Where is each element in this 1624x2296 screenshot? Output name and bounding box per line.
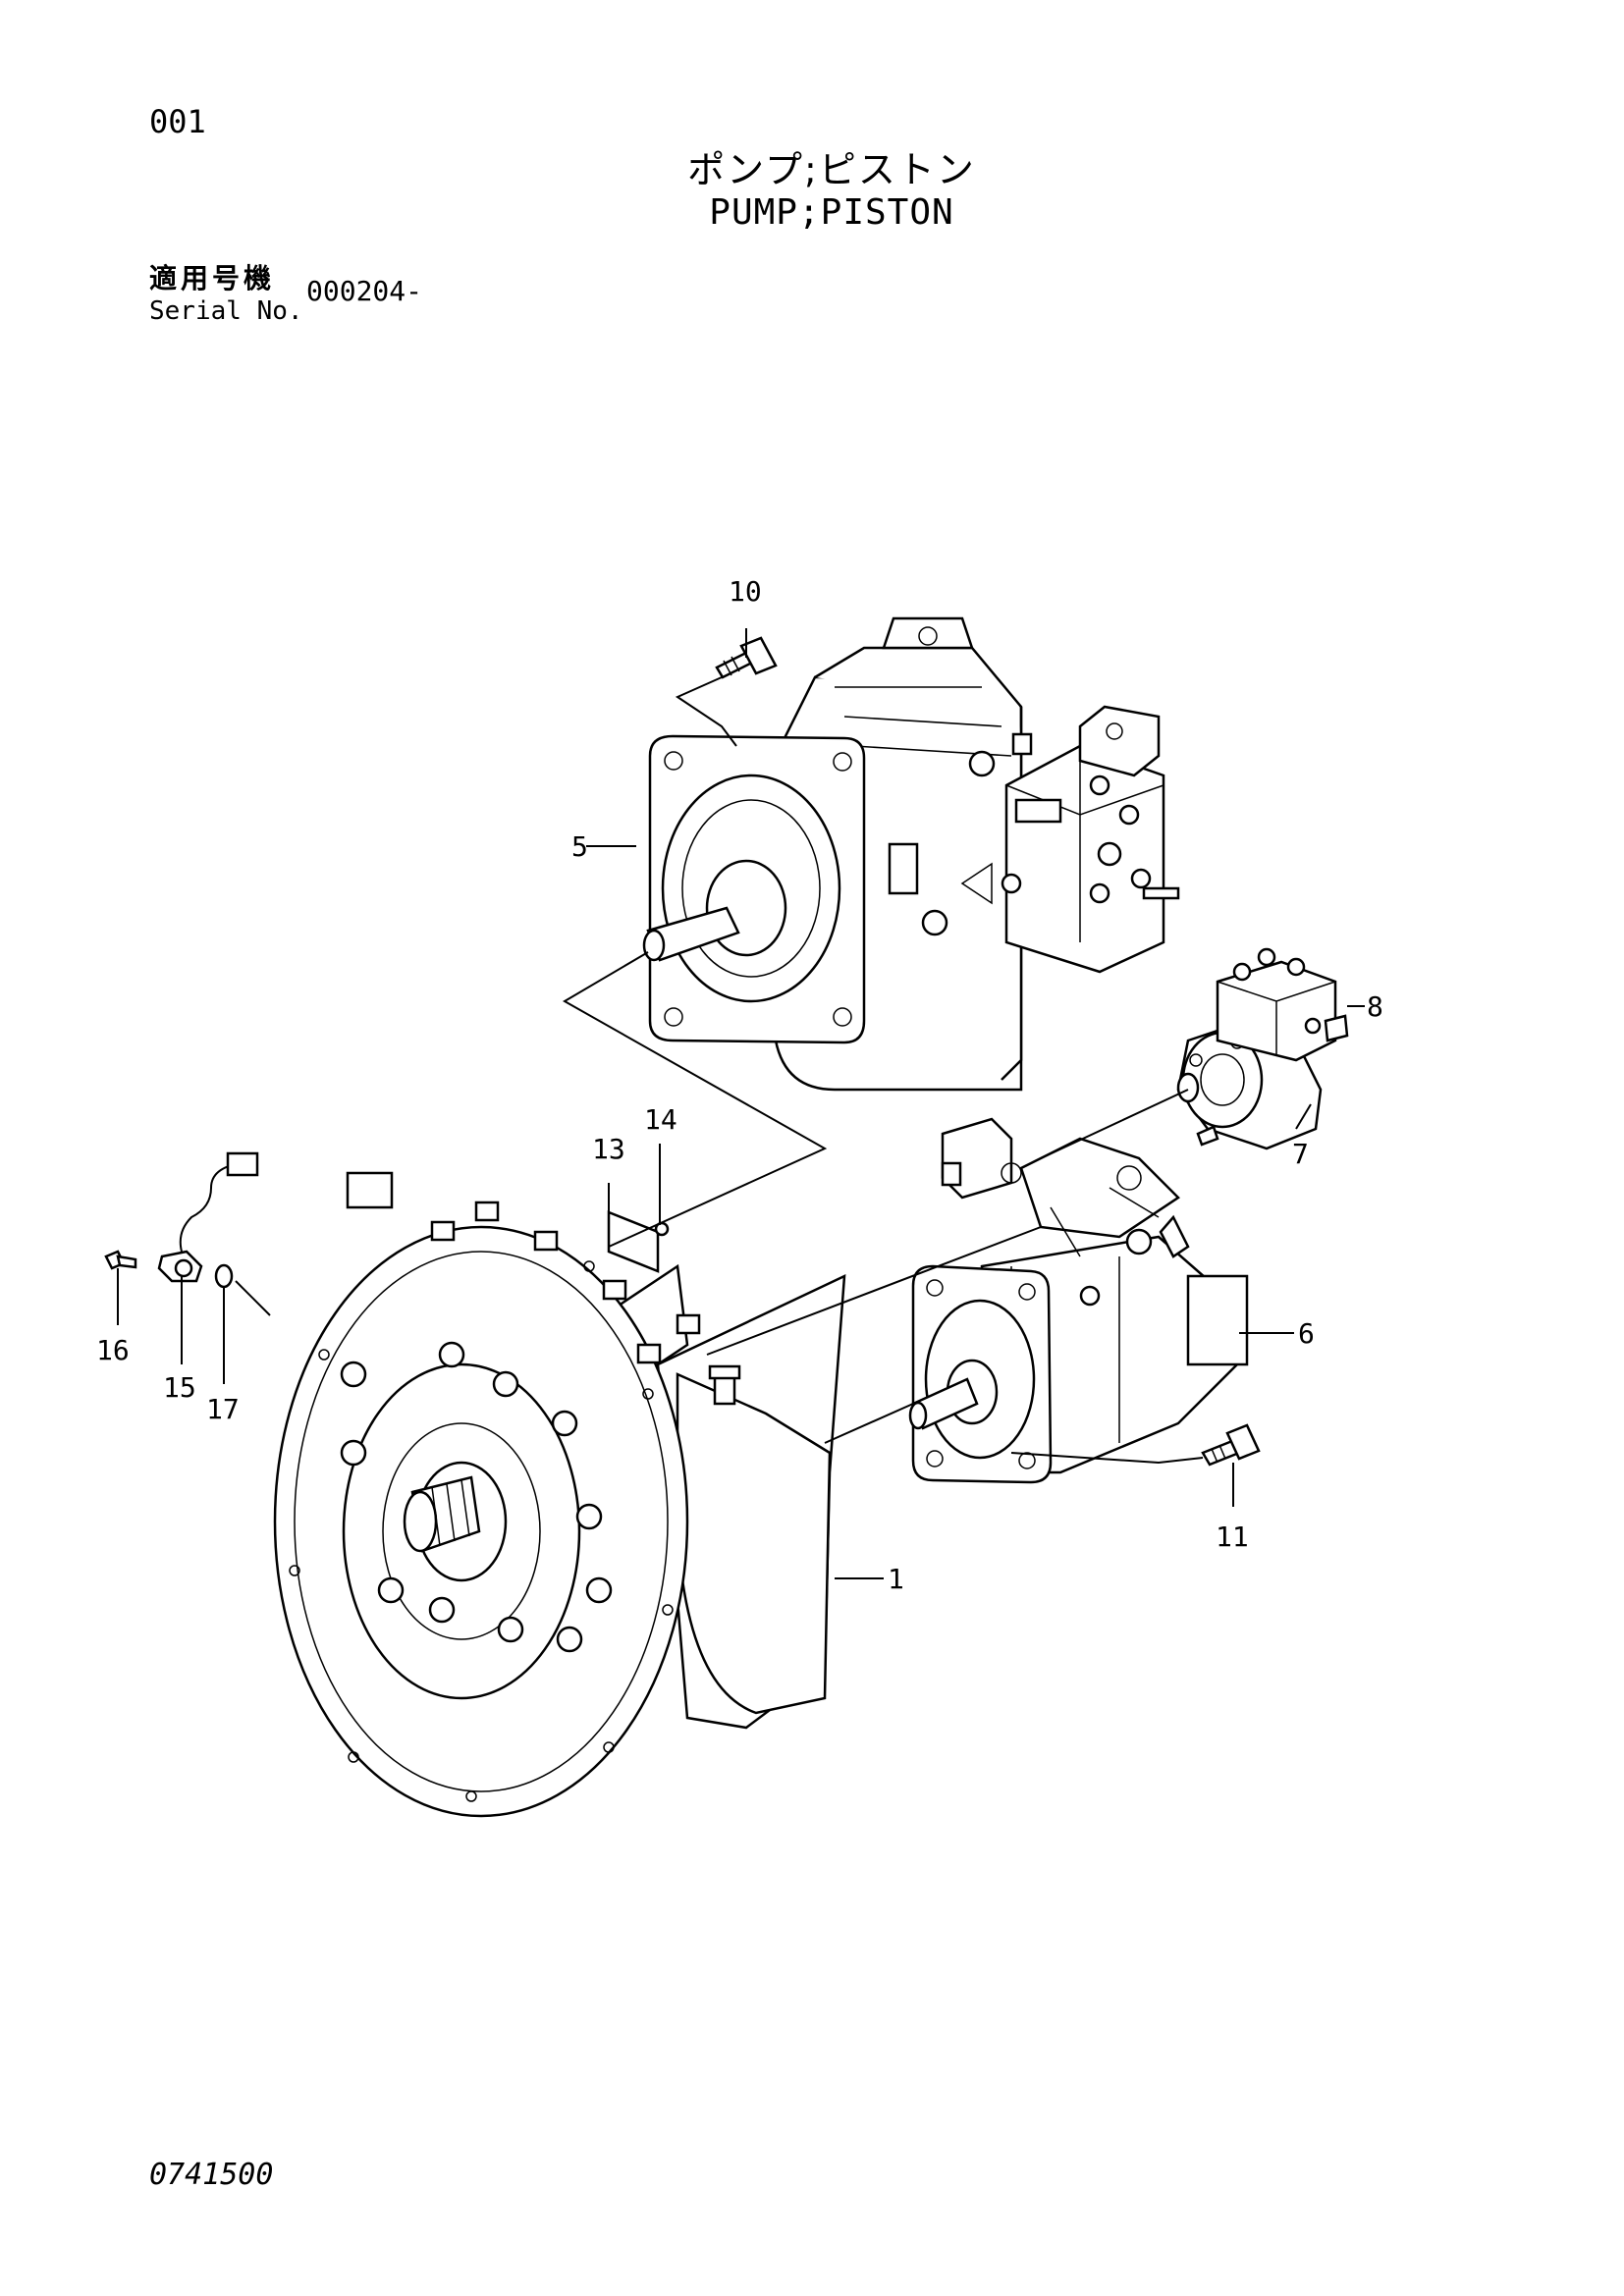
callout-1: 1: [888, 1563, 904, 1595]
bolt-10-drawing: [715, 636, 778, 679]
page-title-english: PUMP;PISTON: [709, 192, 954, 233]
o-ring-17-drawing: [214, 1263, 234, 1289]
leader-lines: [117, 628, 1365, 1579]
assembly-lines: [235, 676, 1204, 1465]
serial-label-japanese: 適用号機: [149, 262, 276, 294]
callouts: 5 10 8 7 6 11 1 13 14 16 15 17: [96, 575, 1383, 1595]
serial-label-english: Serial No.: [149, 296, 303, 326]
callout-10: 10: [729, 575, 762, 608]
callout-7: 7: [1292, 1138, 1309, 1170]
main-pump-1-drawing: [273, 1171, 846, 1818]
page-title-japanese: ポンプ;ピストン: [687, 148, 976, 191]
serial-number-value: 000204-: [306, 275, 423, 307]
pump-5-drawing: [642, 616, 1180, 1092]
page-number: 001: [149, 103, 206, 140]
bolt-16-drawing: [104, 1250, 137, 1270]
sensor-15-drawing: [157, 1151, 259, 1283]
valve-block-8-drawing: [1216, 947, 1349, 1062]
nameplate-13-drawing: [607, 1210, 660, 1273]
callout-8: 8: [1367, 990, 1383, 1023]
figure-code: 0741500: [149, 2158, 274, 2192]
callout-17: 17: [206, 1393, 240, 1425]
pump-6-drawing: [908, 1117, 1249, 1484]
callout-14: 14: [644, 1103, 677, 1136]
callout-15: 15: [163, 1371, 196, 1404]
callout-13: 13: [592, 1133, 625, 1165]
callout-6: 6: [1298, 1317, 1315, 1350]
callout-5: 5: [571, 830, 588, 863]
callout-11: 11: [1216, 1521, 1249, 1553]
bolt-11-drawing: [1201, 1423, 1261, 1467]
callout-16: 16: [96, 1334, 130, 1366]
